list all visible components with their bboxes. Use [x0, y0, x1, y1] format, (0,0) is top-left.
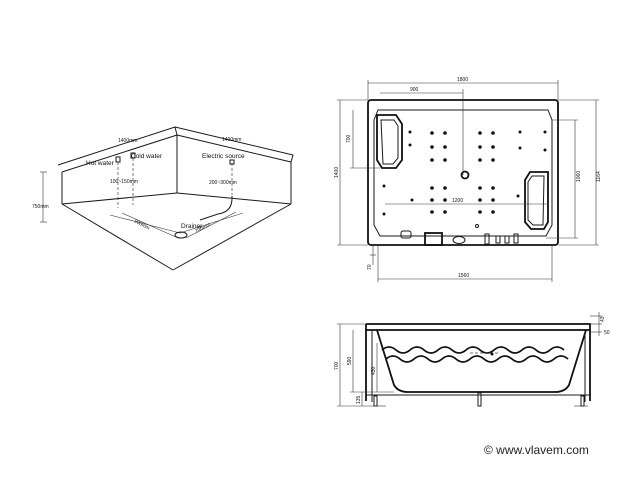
headrest-left	[376, 114, 403, 169]
electric-outlet-icon	[229, 159, 235, 165]
side-dim-overall-height: 700	[334, 361, 340, 370]
drain-icon	[174, 231, 188, 239]
hot-water-label: Hot water	[86, 160, 115, 167]
plan-dim-inner-length: 1200	[452, 198, 463, 204]
plan-dim-upper-width: 900	[410, 87, 419, 93]
plan-dim-bottom-width: 1560	[458, 273, 469, 279]
plan-dim-left-top: 700	[346, 134, 352, 143]
side-dim-water-depth: 430	[371, 366, 377, 375]
watermark-text: © www.vlavem.com	[484, 443, 589, 457]
faucet-icon	[484, 233, 490, 245]
iso-dim-pipe-left: 100~150mm	[110, 179, 138, 185]
electric-source-label: Electric source	[202, 153, 245, 160]
headrest-right	[524, 171, 549, 230]
side-dim-rim-b: 50	[604, 330, 610, 336]
cold-water-label: Cold water	[131, 153, 163, 160]
side-dim-inner-height: 590	[347, 356, 353, 365]
hot-water-valve-icon	[115, 156, 121, 163]
plan-dim-right-outer: 1164	[596, 171, 602, 182]
side-dim-rim-a: 43	[600, 316, 606, 322]
control-panel	[400, 230, 412, 239]
handle-icon	[504, 235, 510, 244]
waterfall-spout	[424, 232, 443, 246]
iso-dim-pipe-right: 200~300mm	[209, 180, 237, 186]
drainer-label: Drainer	[181, 223, 203, 230]
jets	[382, 130, 547, 216]
handle-icon	[513, 233, 519, 244]
iso-dim-floor-left: 900mm	[133, 218, 151, 231]
plan-dim-right-inner: 1060	[576, 171, 582, 182]
plan-view: 1200 1800 900 1400 700 1060 1164 70 156	[334, 77, 602, 282]
plan-dim-left-height: 1400	[334, 167, 340, 178]
plan-dim-bottom-small: 70	[367, 264, 373, 270]
side-dim-foot-height: 135	[356, 395, 362, 404]
iso-dim-top-left: 1400mm	[118, 138, 137, 144]
side-view: 700 590 430 135 43 50	[334, 312, 610, 407]
handle-icon	[495, 235, 501, 244]
plan-drain-icon	[460, 170, 470, 180]
plan-dim-overall-width: 1800	[457, 77, 468, 83]
isometric-view: 1400mm 1400mm 750mm Hot water Cold water…	[32, 126, 294, 271]
iso-dim-height: 750mm	[32, 204, 49, 210]
iso-dim-top-right: 1400mm	[222, 137, 241, 143]
overflow-icon	[452, 236, 466, 244]
